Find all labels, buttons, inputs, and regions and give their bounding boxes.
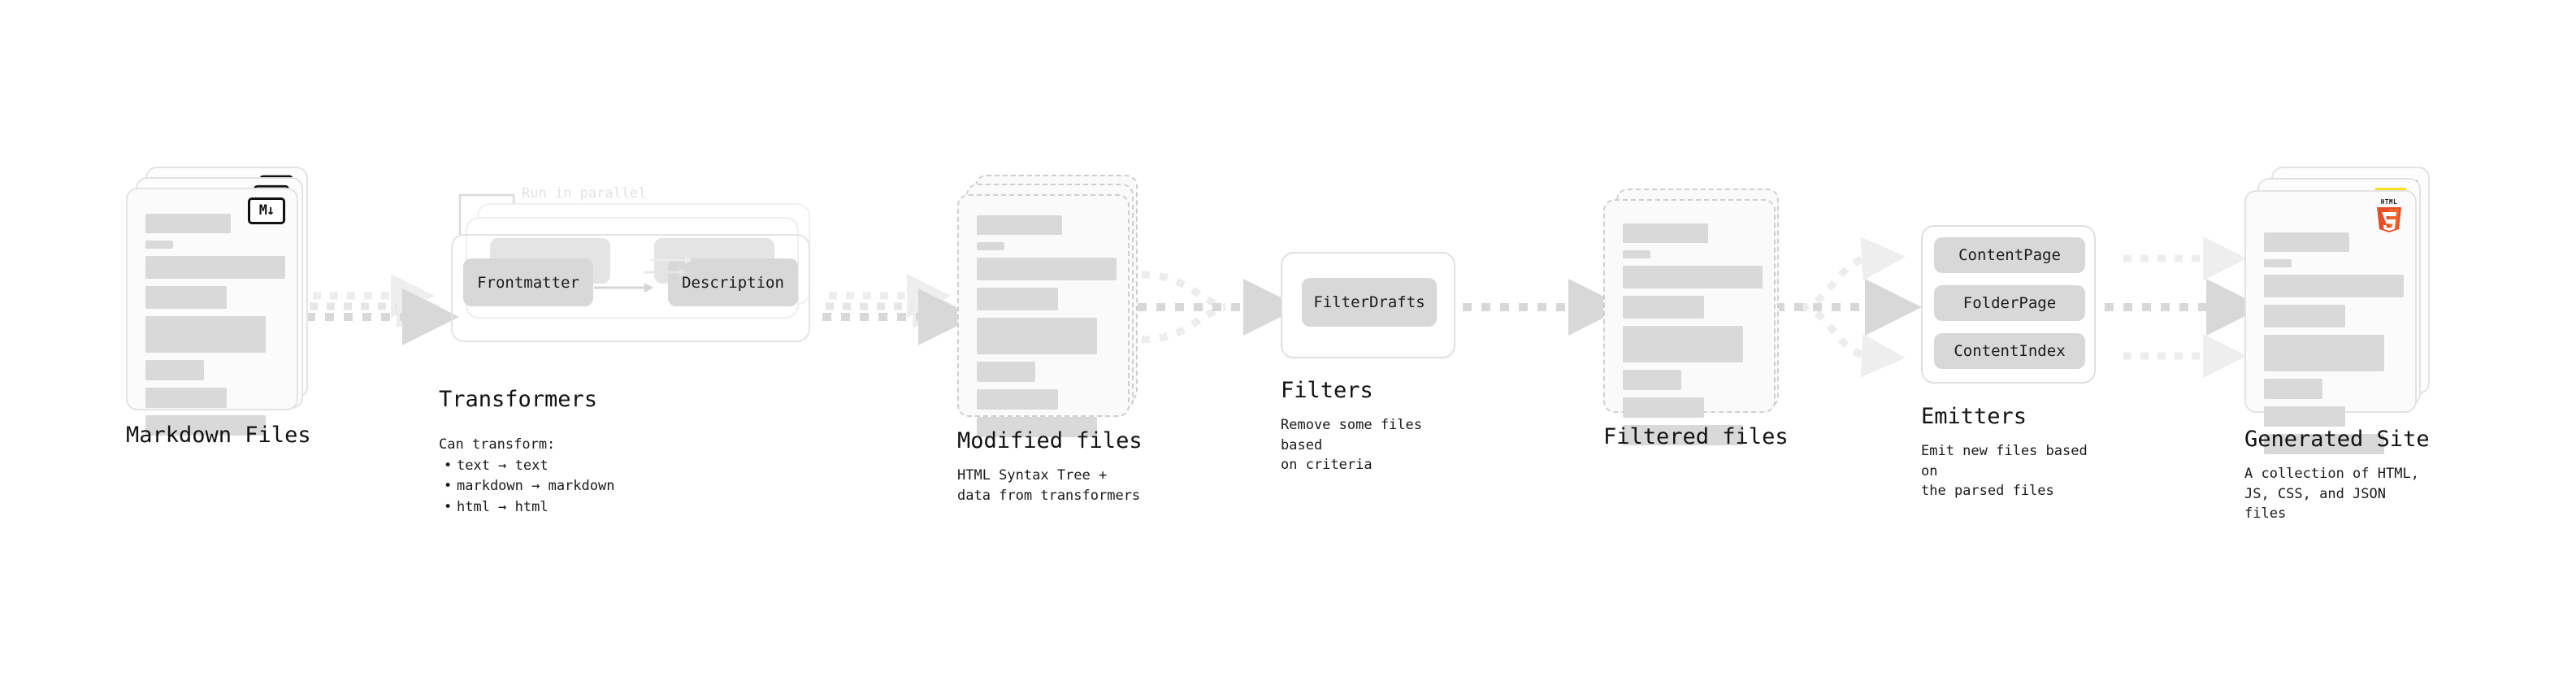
- stage-title: Filters: [1281, 378, 1373, 403]
- stage-filters: FilterDrafts Filters Remove some files b…: [1281, 252, 1455, 473]
- stage-markdown-files: M↓ M↓ M↓ Markdown Files: [126, 167, 313, 448]
- transform-note-item: text → text: [444, 456, 614, 477]
- transform-note: Can transform: text → text markdown → ma…: [439, 435, 614, 518]
- card-skeleton: [977, 215, 1117, 445]
- filtered-card-stack: [1603, 189, 1790, 445]
- stage-transformers: Frontmatter Description Run in parallel …: [439, 185, 825, 518]
- stage-modified-files: Modified files HTML Syntax Tree + data f…: [957, 175, 1144, 504]
- stage-generated-site: HTML Generated Sit: [2244, 167, 2435, 522]
- stage-description: HTML Syntax Tree + data from transformer…: [957, 467, 1141, 504]
- stage-description: Emit new files based on the parsed files: [1921, 443, 2088, 500]
- emitters-panel: ContentPage FolderPage ContentIndex: [1921, 225, 2096, 384]
- connector-modified-to-filters: [1138, 271, 1300, 344]
- stage-title: Markdown Files: [126, 423, 311, 448]
- transform-note-intro: Can transform:: [439, 436, 556, 453]
- run-in-parallel-label: Run in parallel: [522, 185, 647, 202]
- transformer-pill-frontmatter[interactable]: Frontmatter: [463, 258, 593, 306]
- stage-title: Modified files: [957, 428, 1143, 453]
- transform-note-item: markdown → markdown: [444, 476, 615, 497]
- stage-description: A collection of HTML, JS, CSS, and JSON …: [2244, 466, 2419, 523]
- filters-panel: FilterDrafts: [1281, 252, 1455, 358]
- emitter-pill-contentpage[interactable]: ContentPage: [1934, 237, 2085, 273]
- connector-filtered-to-emitters: [1776, 236, 1922, 378]
- transformer-pill-description[interactable]: Description: [668, 258, 798, 306]
- connector-markdown-to-transformers: [306, 274, 459, 345]
- markdown-icon: M↓: [248, 197, 285, 224]
- modified-card-stack: [957, 175, 1144, 437]
- site-card-front: HTML: [2244, 190, 2417, 454]
- stage-title: Filtered files: [1603, 424, 1789, 449]
- modified-card-front: [957, 194, 1130, 437]
- transformer-panel-stack: Frontmatter Description: [443, 203, 825, 358]
- html5-icon: HTML: [2374, 197, 2405, 232]
- markdown-card-stack: M↓ M↓ M↓: [126, 167, 313, 436]
- svg-text:HTML: HTML: [2381, 198, 2397, 206]
- card-skeleton: [2264, 232, 2404, 462]
- connector-transformers-to-modified: [822, 274, 975, 345]
- card-skeleton: [145, 214, 285, 443]
- filter-pill-filterdrafts[interactable]: FilterDrafts: [1302, 278, 1437, 327]
- card-skeleton: [1623, 223, 1763, 453]
- filtered-card-front: [1603, 199, 1776, 445]
- emitter-pill-contentindex[interactable]: ContentIndex: [1934, 333, 2085, 369]
- stage-filtered-files: Filtered files: [1603, 189, 1790, 449]
- stage-title: Transformers: [439, 387, 598, 412]
- stage-emitters: ContentPage FolderPage ContentIndex Emit…: [1921, 225, 2096, 499]
- markdown-card-front: M↓: [126, 188, 298, 436]
- transform-note-item: html → html: [444, 497, 614, 518]
- connector-emitters-to-site: [2105, 236, 2263, 378]
- transformer-panel-front: Frontmatter Description: [451, 234, 810, 342]
- site-card-stack: HTML: [2244, 167, 2435, 454]
- stage-title: Emitters: [1921, 404, 2027, 429]
- stage-title: Generated Site: [2244, 427, 2430, 452]
- stage-description: Remove some files based on criteria: [1281, 417, 1422, 474]
- emitter-pill-folderpage[interactable]: FolderPage: [1934, 285, 2085, 321]
